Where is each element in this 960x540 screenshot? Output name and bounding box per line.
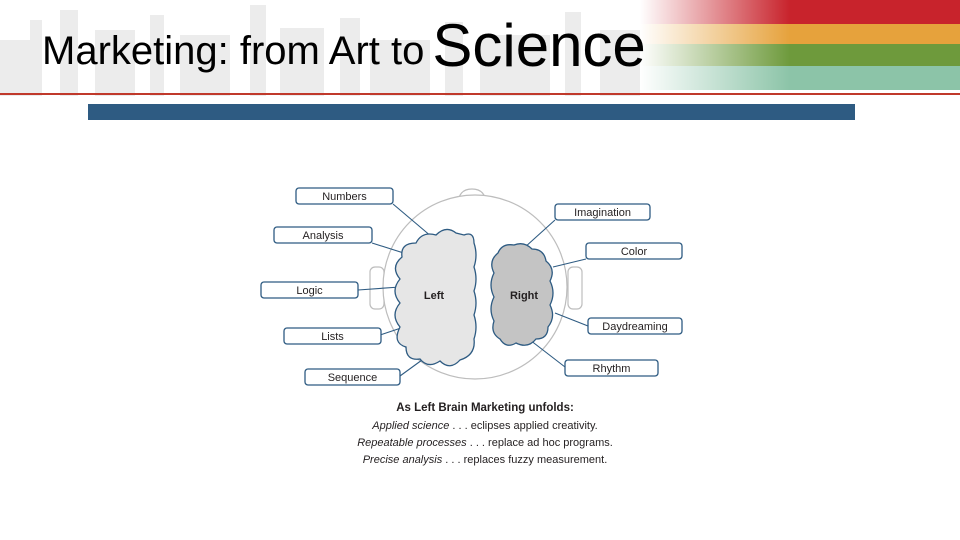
svg-text:Numbers: Numbers [322,191,367,203]
caption-line-lead: Repeatable processes [357,437,467,449]
trait-label-rhythm: Rhythm [564,359,659,377]
color-stripes [640,0,960,90]
title-main: Marketing: from Art to [42,29,425,73]
right-hemisphere-label: Right [510,290,538,302]
caption-line: Repeatable processes . . . replace ad ho… [250,437,720,449]
svg-text:Imagination: Imagination [574,207,631,219]
trait-label-logic: Logic [260,281,359,299]
caption-line-rest: . . . eclipses applied creativity. [449,420,598,432]
skyline-graphic [0,5,640,96]
caption-line-lead: Applied science [372,420,450,432]
svg-text:Sequence: Sequence [328,372,378,384]
diagram-caption: As Left Brain Marketing unfolds: Applied… [250,402,720,471]
caption-heading: As Left Brain Marketing unfolds: [396,402,574,414]
trait-label-numbers: Numbers [295,187,394,205]
trait-label-sequence: Sequence [304,368,401,386]
trait-label-daydreaming: Daydreaming [587,317,683,335]
caption-line-lead: Precise analysis [362,454,443,466]
right-hemisphere [490,243,554,346]
svg-text:Analysis: Analysis [303,230,344,242]
left-hemisphere-label: Left [424,290,445,302]
trait-label-color: Color [585,242,683,260]
caption-line: Precise analysis . . . replaces fuzzy me… [250,454,720,466]
caption-line: Applied science . . . eclipses applied c… [250,420,720,432]
brain-diagram: Left Right Numbers Analysis Logic Lists … [260,187,683,386]
caption-line-rest: . . . replaces fuzzy measurement. [442,454,608,466]
caption-line-rest: . . . replace ad hoc programs. [466,437,613,449]
svg-text:Rhythm: Rhythm [593,363,631,375]
svg-text:Daydreaming: Daydreaming [602,321,667,333]
trait-label-analysis: Analysis [273,226,373,244]
trait-label-lists: Lists [283,327,382,345]
trait-label-imagination: Imagination [554,203,651,221]
left-hemisphere [394,228,477,367]
svg-text:Logic: Logic [296,285,323,297]
svg-text:Lists: Lists [321,331,344,343]
accent-bar [88,104,855,120]
svg-text:Color: Color [621,246,648,258]
title-emphasis: Science [432,12,646,79]
header-background [0,0,960,96]
